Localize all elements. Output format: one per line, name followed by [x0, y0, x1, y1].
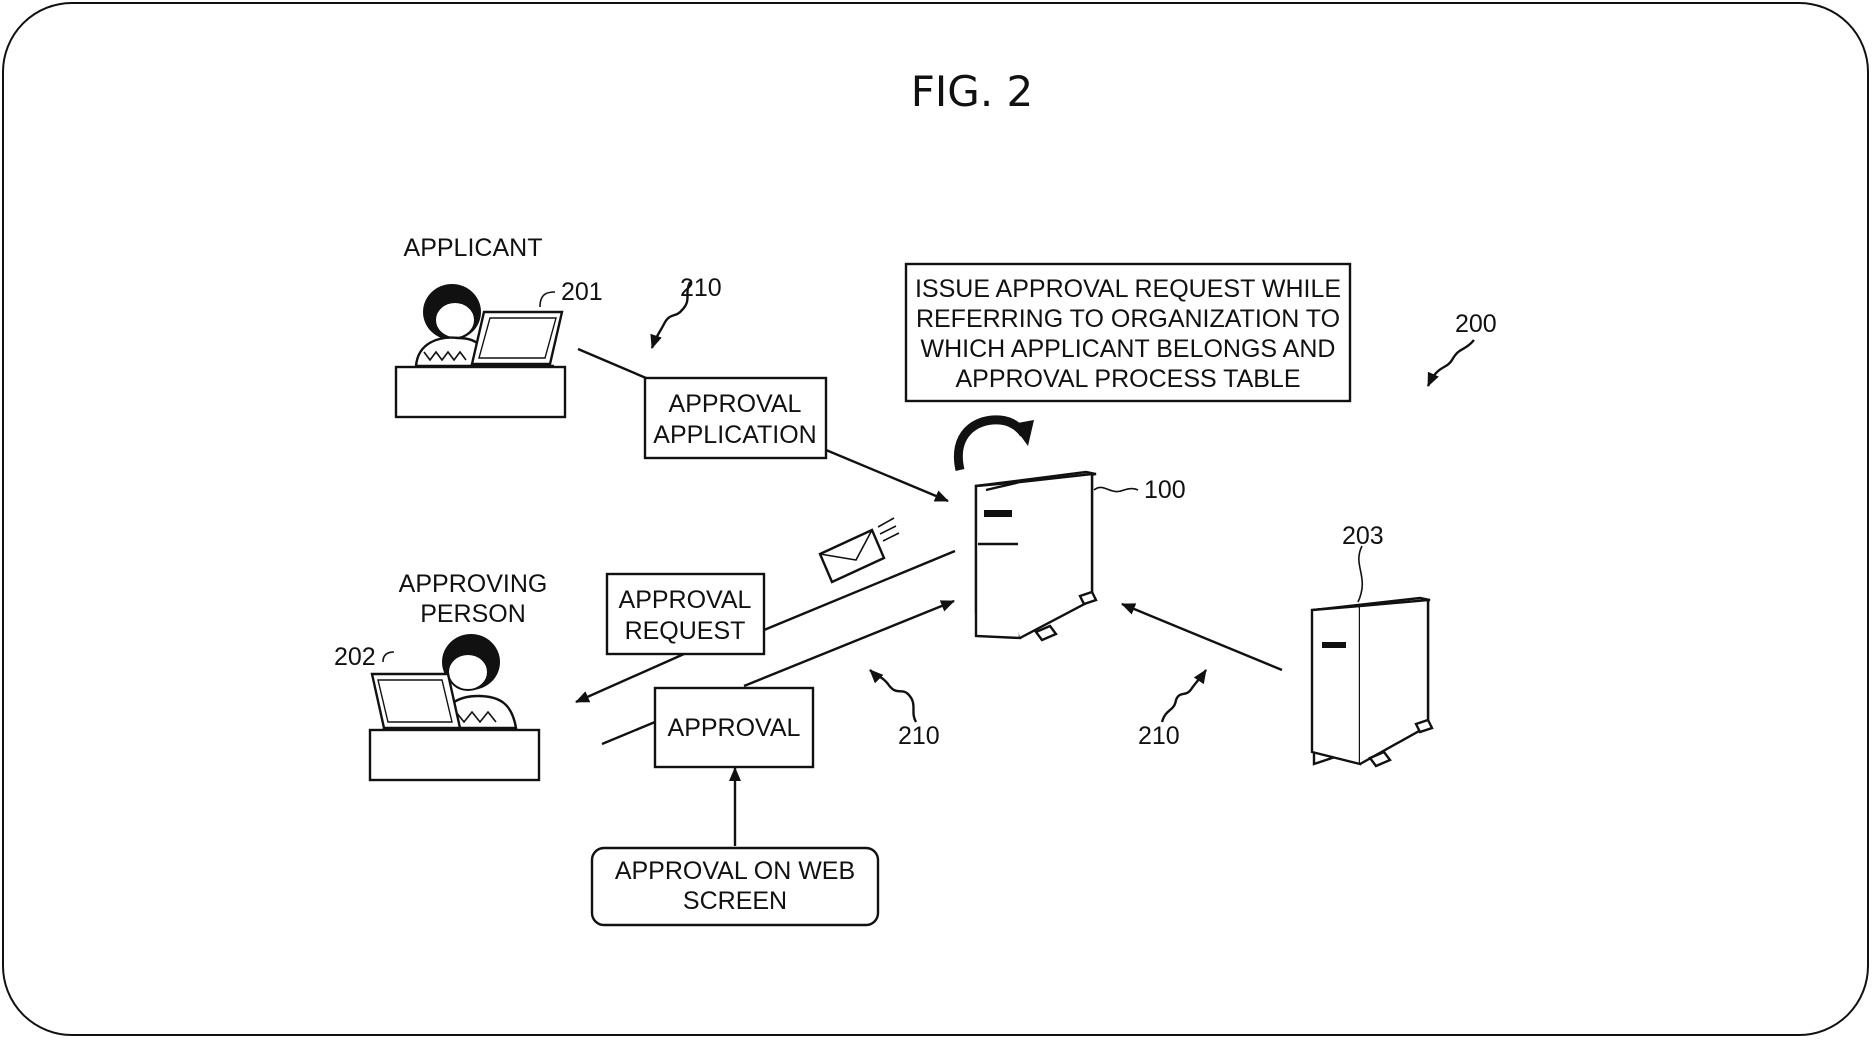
applicant-ref: 201 — [561, 278, 603, 306]
system-ref: 200 — [1455, 310, 1497, 338]
network-ref-2: 210 — [898, 722, 940, 750]
process-note-line4: APPROVAL PROCESS TABLE — [955, 365, 1300, 393]
approval-line1: APPROVAL — [668, 714, 801, 742]
main-server-ref: 100 — [1144, 476, 1186, 504]
applicant-label: APPLICANT — [404, 234, 543, 262]
curved-arrow-icon — [954, 415, 1034, 471]
other-server-ref-leader — [1357, 545, 1363, 603]
main-server-ref-leader — [1093, 486, 1139, 493]
process-note-line2: REFERRING TO ORGANIZATION TO — [916, 305, 1340, 333]
other-server-to-main-arrow — [1121, 602, 1283, 672]
approving-person-desk-icon — [368, 728, 541, 782]
server-to-request-line — [763, 549, 956, 632]
applicant-to-box-line — [577, 347, 647, 380]
approval-application-line1: APPROVAL — [669, 390, 802, 418]
other-server-ref: 203 — [1342, 522, 1384, 550]
applicant-ref-leader — [539, 291, 556, 308]
main-server-icon — [974, 470, 1098, 642]
approval-request-line1: APPROVAL — [619, 586, 752, 614]
network-ref-squiggle-2 — [869, 669, 918, 723]
request-to-approver-arrow — [575, 652, 685, 704]
applicant-desk-icon — [394, 365, 567, 419]
approving-person-ref-leader — [382, 651, 395, 663]
approving-person-label-line2: PERSON — [420, 600, 526, 628]
approval-request-line2: REQUEST — [625, 617, 746, 645]
applicant-laptop-icon — [470, 310, 564, 368]
approval-box — [653, 686, 815, 769]
approval-web-line1: APPROVAL ON WEB — [615, 857, 855, 885]
figure-title: FIG. 2 — [911, 67, 1034, 116]
approval-application-box — [643, 376, 828, 460]
network-ref-1: 210 — [680, 274, 722, 302]
network-ref-3: 210 — [1138, 722, 1180, 750]
approval-web-box — [590, 846, 880, 927]
approver-to-approval-line — [601, 720, 656, 746]
approval-request-box — [605, 572, 766, 656]
approval-application-line2: APPLICATION — [653, 421, 816, 449]
approving-person-laptop-icon — [370, 672, 464, 732]
process-note-line1: ISSUE APPROVAL REQUEST WHILE — [915, 275, 1341, 303]
applicant-person-icon — [414, 284, 490, 368]
approving-person-label-line1: APPROVING — [399, 570, 548, 598]
network-ref-squiggle-3 — [1160, 669, 1207, 723]
application-to-server-arrow — [825, 448, 949, 503]
process-note-line3: WHICH APPLICANT BELONGS AND — [921, 335, 1336, 363]
approval-web-line2: SCREEN — [683, 887, 787, 915]
other-server-icon — [1310, 596, 1434, 768]
process-note-box — [904, 262, 1352, 403]
approval-to-server-arrow — [743, 599, 955, 688]
system-ref-squiggle — [1426, 339, 1475, 387]
network-ref-squiggle-1 — [650, 281, 692, 349]
approving-person-ref: 202 — [334, 643, 376, 671]
envelope-icon — [818, 517, 900, 584]
